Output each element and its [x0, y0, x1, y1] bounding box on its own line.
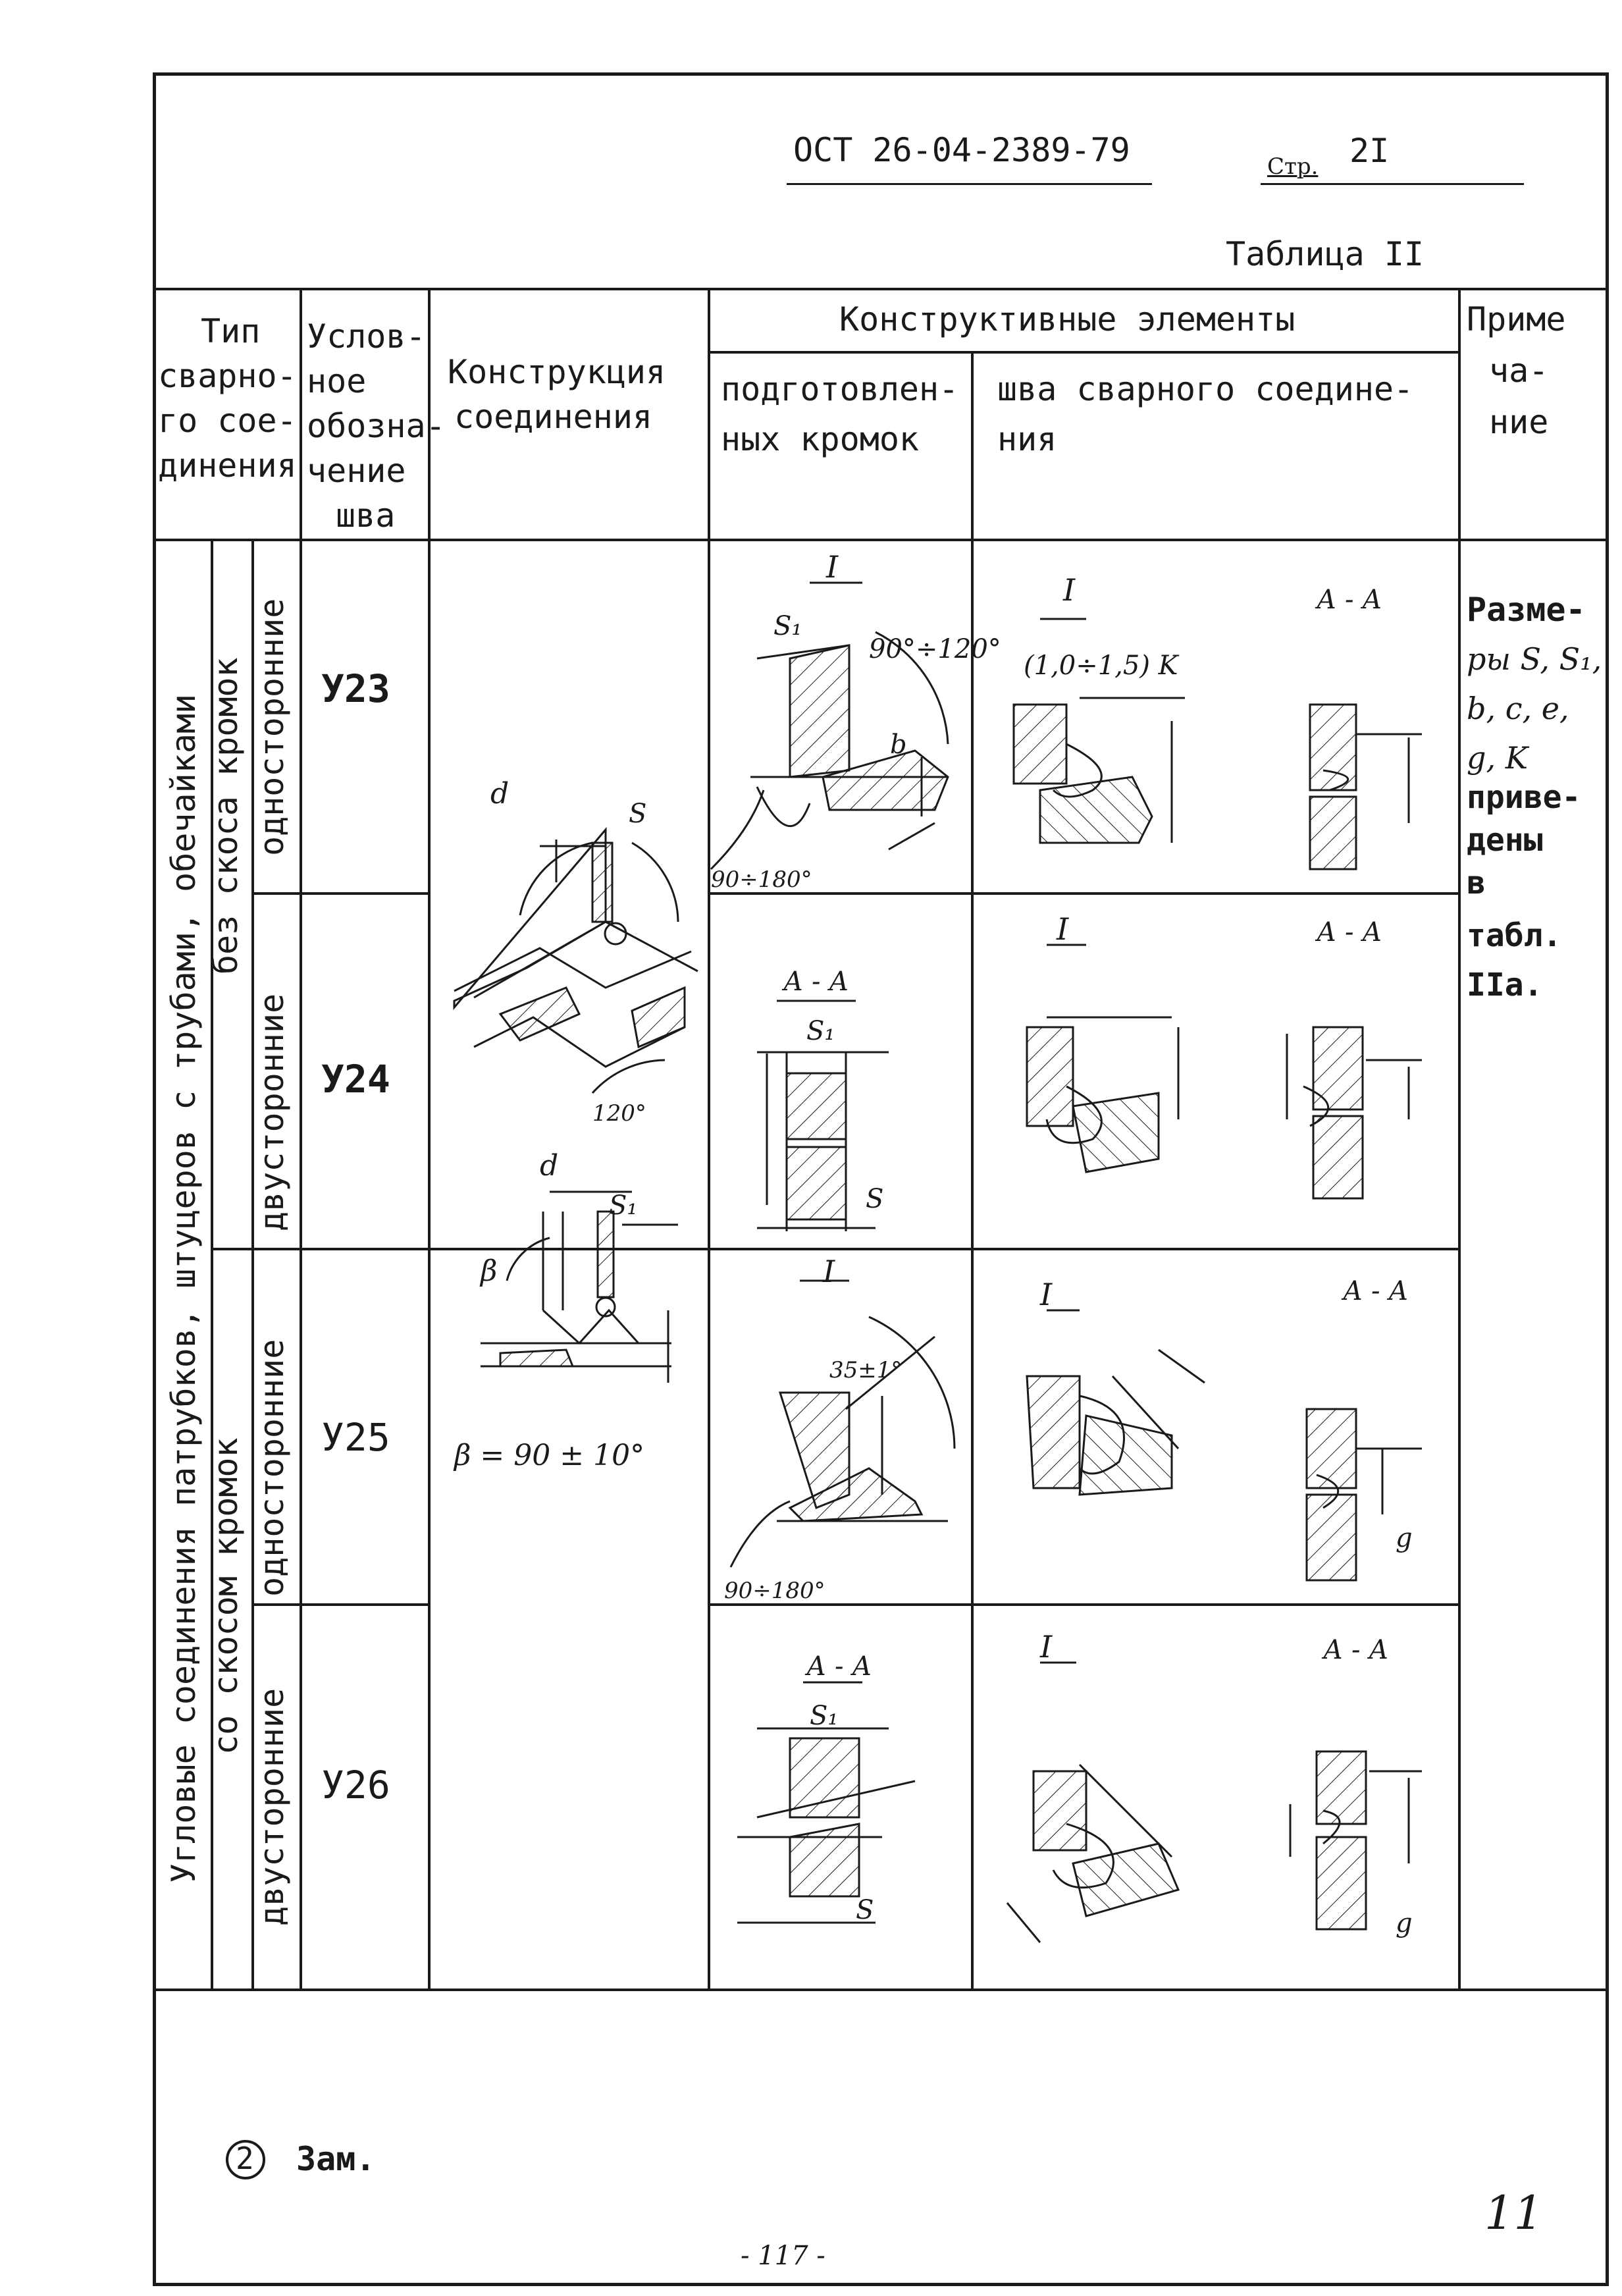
sheet-number: - 117 - — [741, 2241, 825, 2271]
label-section-y23: А - А — [1317, 585, 1382, 615]
label-bevel-35-y25: 35±1° — [829, 1357, 903, 1383]
label-s-y26: S — [856, 1895, 874, 1925]
change-number: 2 — [236, 2141, 254, 2176]
construction-drawing-no-bevel — [454, 830, 698, 1093]
page-label: Стр. — [1267, 153, 1319, 180]
label-section-weld-y25: А - А — [1343, 1276, 1409, 1306]
label-view-I-y23: I — [826, 549, 839, 585]
doc-code-underline — [787, 183, 1152, 185]
label-angle-y23: 90°÷120° — [869, 634, 1001, 664]
col-line-prepared — [708, 288, 710, 1989]
label-view-I-weld-y25: I — [1040, 1277, 1053, 1312]
col-line-group-sub — [211, 539, 213, 1989]
page-number-underline — [1261, 183, 1524, 185]
label-s-construction: S — [629, 799, 647, 829]
page-number: 2I — [1349, 132, 1390, 170]
code-y26: У26 — [321, 1763, 390, 1807]
label-section-y26: А - А — [806, 1651, 872, 1682]
row-line-1a — [251, 892, 428, 895]
label-view-I-weld-y26: I — [1040, 1629, 1053, 1665]
change-circle — [226, 2140, 265, 2179]
label-range-k: (1,0÷1,5) K — [1024, 651, 1178, 681]
table-title: Таблица II — [1226, 235, 1425, 273]
label-s-y24: S — [866, 1184, 884, 1214]
col-line-construction — [428, 288, 431, 1989]
prepared-edges-y25 — [731, 1281, 955, 1567]
label-g-y26: g — [1396, 1908, 1413, 1938]
row-line-3b — [708, 1603, 1458, 1606]
weld-seam-y25 — [1027, 1310, 1422, 1580]
table-top-border — [153, 288, 1606, 290]
label-view-I-weld-y24: I — [1057, 911, 1069, 947]
label-section-weld-y24: А - А — [1317, 917, 1382, 948]
weld-seam-y23 — [1014, 619, 1422, 869]
col-line-side — [251, 539, 254, 1989]
label-view-I-weld-y23: I — [1063, 572, 1076, 608]
elements-subheader-line — [708, 351, 1458, 354]
label-d-y25: d — [540, 1149, 559, 1183]
row-line-3a — [251, 1603, 428, 1606]
change-label: Зам. — [296, 2140, 376, 2178]
handwritten-mark: 11 — [1484, 2186, 1544, 2240]
table-bottom-border — [153, 1989, 1606, 1991]
label-beta-symbol: β — [481, 1254, 498, 1288]
row-line-2b — [428, 1248, 1458, 1250]
label-120-construction: 120° — [592, 1100, 646, 1127]
weld-seam-y26 — [1007, 1663, 1422, 1942]
label-s1-y23: S₁ — [773, 611, 802, 641]
prepared-edges-y23 — [711, 583, 948, 869]
label-beta: β = 90 ± 10° — [454, 1439, 645, 1472]
label-d-y23: d — [490, 777, 510, 811]
code-y23: У23 — [321, 666, 390, 711]
label-angle-90-180-y23: 90÷180° — [711, 867, 812, 893]
label-s1-construction-y25: S₁ — [609, 1190, 638, 1221]
header-elements: Конструктивные элементы — [839, 300, 1295, 338]
label-b-y23: b — [890, 730, 907, 760]
label-angle-90-180-y25: 90÷180° — [724, 1578, 825, 1604]
page-frame — [153, 72, 1609, 2286]
weld-seam-y24 — [1027, 945, 1422, 1198]
label-view-I-y25: I — [823, 1254, 835, 1289]
code-y25: У25 — [321, 1415, 390, 1460]
label-section-weld-y26: А - А — [1323, 1635, 1389, 1665]
label-s1-y26: S₁ — [810, 1701, 839, 1731]
row-line-2a — [211, 1248, 428, 1250]
col-line-designation — [300, 288, 302, 1989]
label-s1-y24: S₁ — [806, 1016, 835, 1046]
document-code: ОСТ 26-04-2389-79 — [793, 131, 1130, 169]
label-g-y25: g — [1396, 1523, 1413, 1553]
col-line-weld — [971, 351, 974, 1989]
row-line-1b — [708, 892, 1458, 895]
prepared-edges-y24 — [757, 1001, 889, 1231]
prepared-edges-y26 — [737, 1682, 915, 1923]
header-bottom-border — [153, 539, 1606, 541]
construction-drawing-bevel — [481, 1192, 678, 1383]
code-y24: У24 — [321, 1057, 390, 1102]
label-section-y24: А - А — [783, 967, 849, 997]
col-line-note — [1458, 288, 1461, 1989]
